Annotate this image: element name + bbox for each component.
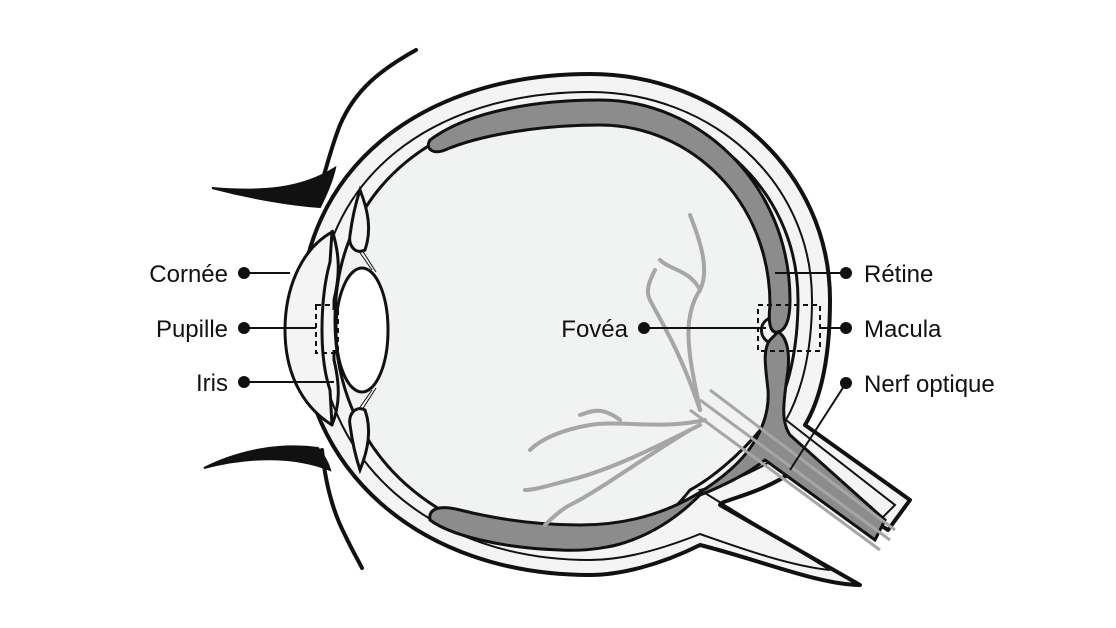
label-retina: Rétine <box>864 261 933 288</box>
label-cornea: Cornée <box>149 261 228 288</box>
leader-fovea <box>638 322 766 334</box>
label-pupil: Pupille <box>156 316 228 343</box>
label-fovea: Fovéa <box>561 316 628 343</box>
leader-iris <box>238 376 334 388</box>
zonular-fibres <box>357 249 377 411</box>
leader-retina <box>775 267 852 279</box>
lower-eyelid <box>203 445 364 570</box>
retina <box>426 98 792 334</box>
label-optic-nerve: Nerf optique <box>864 371 995 398</box>
leader-pupil <box>238 322 316 334</box>
retinal-vessels <box>523 213 707 527</box>
iris-lower <box>330 350 340 426</box>
pupil-highlight-box <box>315 304 339 354</box>
ciliary-body-upper <box>348 185 371 253</box>
optic-nerve <box>689 388 896 552</box>
ciliary-body-lower <box>348 407 371 475</box>
leader-optic-nerve <box>789 377 852 471</box>
upper-eyelid <box>211 48 418 209</box>
leader-cornea <box>238 267 290 279</box>
label-macula: Macula <box>864 316 942 343</box>
leader-macula <box>820 322 852 334</box>
iris-upper <box>330 229 340 310</box>
retina-lower <box>428 330 887 552</box>
label-iris: Iris <box>196 370 228 397</box>
lens <box>334 266 390 394</box>
